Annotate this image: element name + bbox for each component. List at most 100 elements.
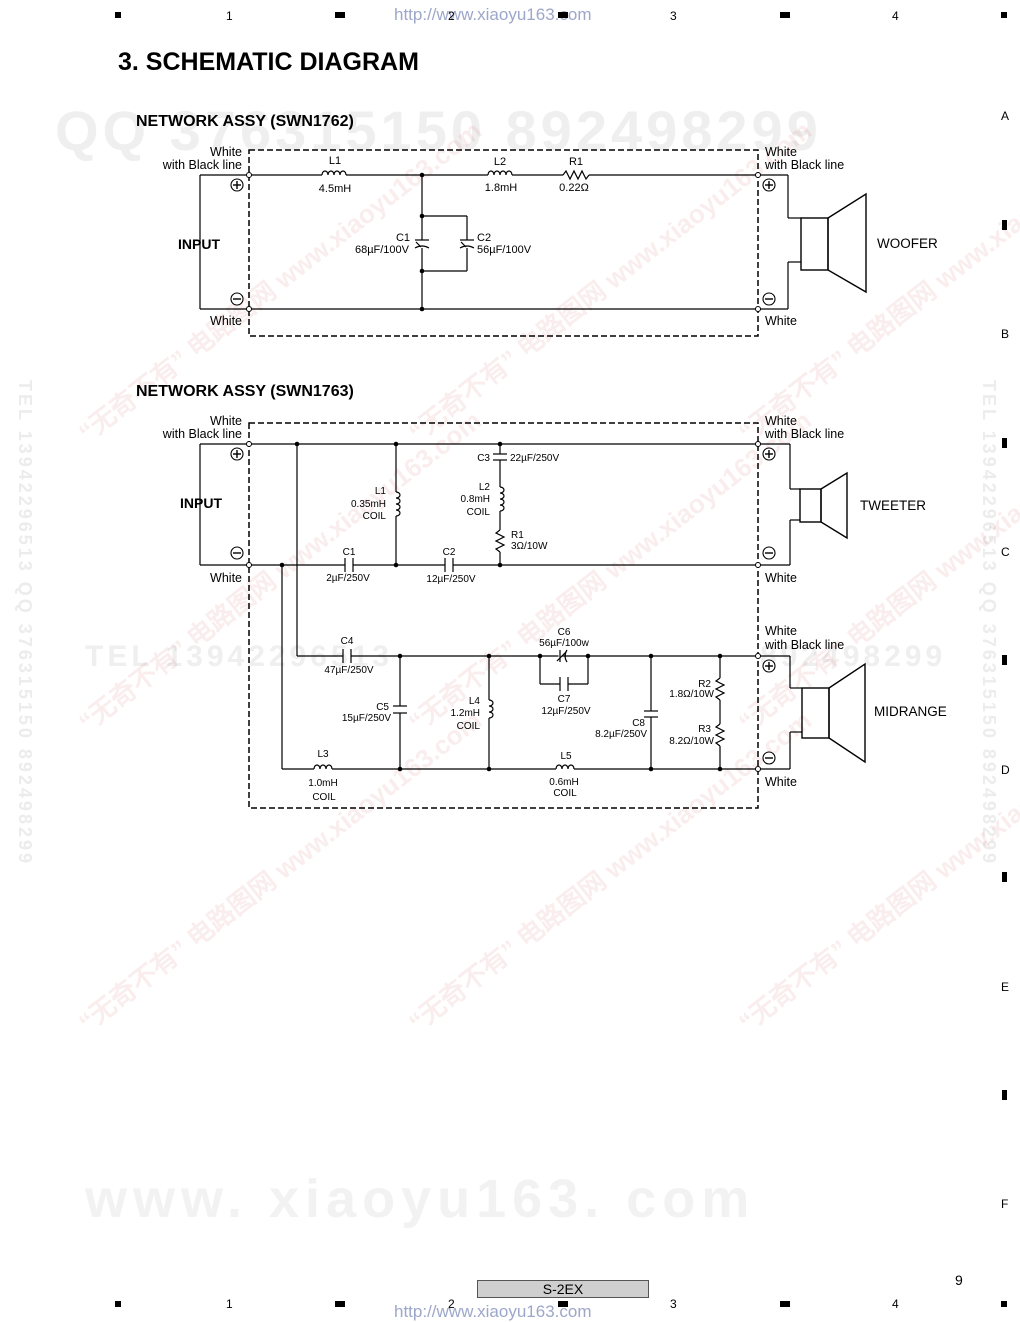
mid-c5-ref: C5 xyxy=(376,702,389,713)
mid-r2-ref: R2 xyxy=(698,679,711,690)
mid-r2-value: 1.8Ω/10W xyxy=(669,689,714,700)
mid-r2-resistor xyxy=(714,677,726,701)
tweeter-speaker-label: TWEETER xyxy=(860,498,926,513)
woofer-c2-ref: C2 xyxy=(477,232,491,244)
woofer-l2-value: 1.8mH xyxy=(485,182,517,194)
tweeter-l1-value: 0.35mH xyxy=(351,499,386,510)
woofer-l2-coil xyxy=(487,170,513,176)
mid-wire-top-2: with Black line xyxy=(764,638,844,652)
woofer-l1-value: 4.5mH xyxy=(319,183,351,195)
grid-row-a: A xyxy=(1001,109,1010,123)
woofer-wire-top-left-1: White xyxy=(210,145,242,159)
woofer-network-heading: NETWORK ASSY (SWN1762) xyxy=(136,113,354,130)
tweeter-wire-bottom-right: White xyxy=(765,571,797,585)
woofer-wire-top-left-2: with Black line xyxy=(162,158,242,172)
tweeter-c3-capacitor xyxy=(493,453,507,461)
woofer-wire-bottom-right: White xyxy=(765,314,797,328)
terminal-points xyxy=(246,172,761,772)
tweeter-r1-resistor xyxy=(494,529,506,553)
mid-c4-capacitor xyxy=(342,649,352,663)
grid-col-2-bottom: 2 xyxy=(448,1297,455,1311)
woofer-input-label: INPUT xyxy=(178,236,220,252)
tweeter-r1-ref: R1 xyxy=(511,530,524,541)
tweeter-speaker-icon xyxy=(799,471,848,540)
mid-l5-coil xyxy=(555,764,575,770)
woofer-r1-resistor xyxy=(562,169,590,181)
tweeter-c2-value: 12µF/250V xyxy=(426,574,475,585)
tweeter-wire-bottom-left: White xyxy=(210,571,242,585)
tweeter-wire-top-right-1: White xyxy=(765,414,797,428)
mid-c5-capacitor xyxy=(393,705,407,714)
grid-row-f: F xyxy=(1001,1197,1009,1211)
mid-c6-capacitor xyxy=(556,649,568,663)
mid-r3-resistor xyxy=(714,723,726,747)
grid-col-1-top: 1 xyxy=(226,9,233,23)
grid-col-4-top: 4 xyxy=(892,9,899,23)
grid-markers xyxy=(115,12,1007,1307)
mid-l5-ref: L5 xyxy=(560,751,572,762)
tweeter-c2-ref: C2 xyxy=(443,547,456,558)
page-number: 9 xyxy=(955,1272,963,1288)
midrange-speaker-label: MIDRANGE xyxy=(874,704,947,719)
grid-col-4-bottom: 4 xyxy=(892,1297,899,1311)
polarity-markers xyxy=(230,178,776,765)
woofer-c2-capacitor xyxy=(459,239,475,249)
grid-col-3-top: 3 xyxy=(670,9,677,23)
junction-dots xyxy=(279,172,723,772)
mid-c6-ref: C6 xyxy=(558,627,571,638)
grid-row-e: E xyxy=(1001,980,1010,994)
mid-l5-type: COIL xyxy=(553,788,577,799)
watermark-qq: QQ 376315150 892498299 xyxy=(55,99,822,162)
tweeter-input-label: INPUT xyxy=(180,495,222,511)
mid-l4-type: COIL xyxy=(457,721,481,732)
mid-c7-ref: C7 xyxy=(558,694,571,705)
tweeter-l1-type: COIL xyxy=(363,511,387,522)
woofer-c1-capacitor xyxy=(414,239,430,249)
mid-r3-ref: R3 xyxy=(698,724,711,735)
mid-r3-value: 8.2Ω/10W xyxy=(669,736,714,747)
tweeter-l2-coil xyxy=(499,486,505,512)
mid-c4-ref: C4 xyxy=(341,636,354,647)
tweeter-l1-coil xyxy=(395,491,401,517)
tweeter-network-heading: NETWORK ASSY (SWN1763) xyxy=(136,383,354,400)
woofer-c1-value: 68µF/100V xyxy=(355,244,410,256)
mid-l3-coil xyxy=(313,764,333,770)
woofer-speaker-label: WOOFER xyxy=(877,236,938,251)
woofer-network-box xyxy=(248,149,759,337)
mid-l3-ref: L3 xyxy=(317,749,329,760)
woofer-wire-top-right-2: with Black line xyxy=(764,158,844,172)
woofer-l1-ref: L1 xyxy=(329,155,341,167)
mid-c5-value: 15µF/250V xyxy=(342,713,391,724)
woofer-speaker-icon xyxy=(800,192,867,294)
mid-l5-value: 0.6mH xyxy=(549,777,578,788)
header-url: http://www.xiaoyu163.com xyxy=(394,5,592,24)
watermark-vertical-right: TEL 13942296513 QQ 376315150 892498299 xyxy=(979,380,999,866)
mid-l4-coil xyxy=(488,699,494,719)
midrange-speaker-icon xyxy=(801,662,866,764)
mid-l3-value: 1.0mH xyxy=(308,778,337,789)
mid-c7-value: 12µF/250V xyxy=(541,706,590,717)
tweeter-c1-value: 2µF/250V xyxy=(326,573,370,584)
woofer-c1-ref: C1 xyxy=(396,232,410,244)
mid-l4-value: 1.2mH xyxy=(451,708,480,719)
mid-c8-value: 8.2µF/250V xyxy=(595,729,647,740)
tweeter-c2-capacitor xyxy=(444,558,454,572)
tweeter-network-box xyxy=(248,422,759,809)
grid-row-b: B xyxy=(1001,327,1010,341)
mid-c7-capacitor xyxy=(559,677,569,691)
mid-wire-top-1: White xyxy=(765,624,797,638)
tweeter-c3-value: 22µF/250V xyxy=(510,453,559,464)
woofer-r1-ref: R1 xyxy=(569,156,583,168)
tweeter-wire-top-left-2: with Black line xyxy=(162,427,242,441)
mid-c4-value: 47µF/250V xyxy=(324,665,373,676)
watermark-site: www. xiaoyu163. com xyxy=(85,1169,756,1229)
footer-url: http://www.xiaoyu163.com xyxy=(394,1302,592,1321)
tweeter-wire-top-left-1: White xyxy=(210,414,242,428)
mid-c6-value: 56µF/100w xyxy=(539,638,589,649)
woofer-l2-ref: L2 xyxy=(494,156,506,168)
woofer-c2-value: 56µF/100V xyxy=(477,244,532,256)
woofer-l1-coil xyxy=(321,170,347,176)
watermark-vertical-left: TEL 13942296513 QQ 376315150 892498299 xyxy=(15,380,35,866)
mid-c8-capacitor xyxy=(644,710,658,718)
